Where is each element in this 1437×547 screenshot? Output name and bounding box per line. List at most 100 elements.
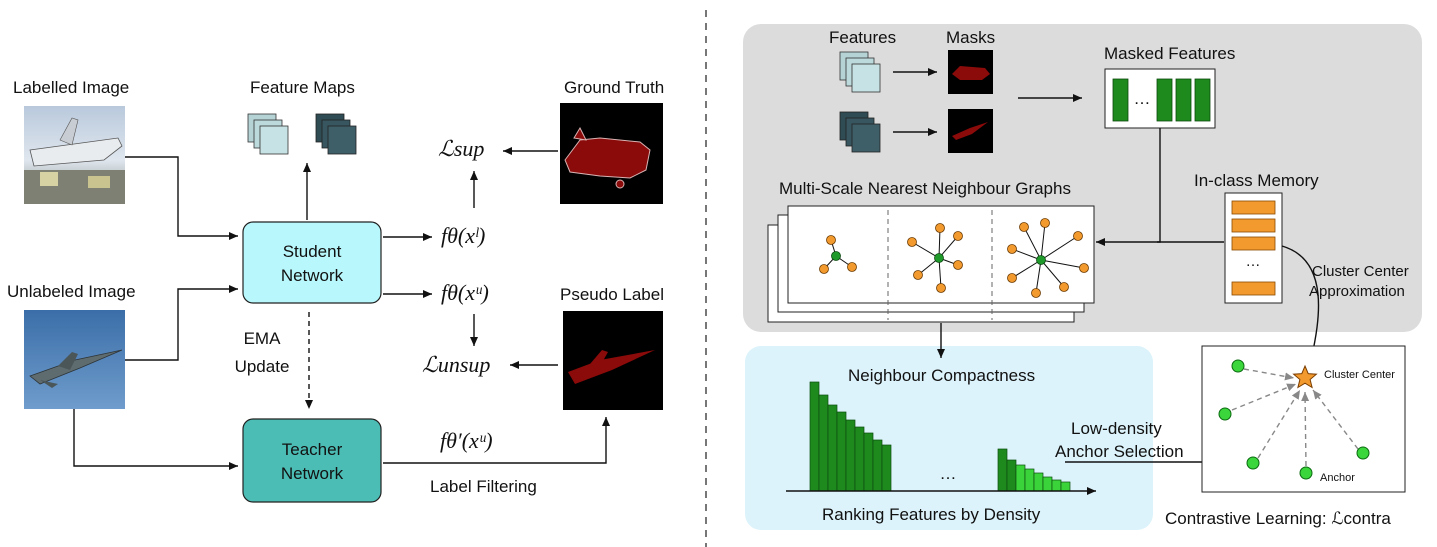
density-bar xyxy=(997,448,1008,492)
cluster-center-approx-line1: Cluster Center xyxy=(1312,263,1409,280)
neighbour-node xyxy=(953,260,963,270)
neighbour-node xyxy=(953,231,963,241)
sample-node xyxy=(1356,446,1370,460)
neighbour-node xyxy=(1031,288,1041,298)
student-network-line2: Network xyxy=(281,266,344,285)
ema-label-line1: EMA xyxy=(244,329,282,348)
density-bar xyxy=(872,439,883,492)
low-density-line2: Anchor Selection xyxy=(1055,442,1184,461)
memory-slot xyxy=(1231,218,1276,233)
labelled-image-photo xyxy=(24,106,125,204)
density-bar xyxy=(1033,472,1044,492)
neighbour-node xyxy=(936,283,946,293)
unlabeled-image-label: Unlabeled Image xyxy=(7,282,136,301)
density-bar xyxy=(881,444,892,492)
anchor-node xyxy=(934,253,944,263)
neighbour-node xyxy=(913,270,923,280)
density-bar xyxy=(818,394,829,492)
density-bar xyxy=(845,419,856,492)
contrastive-learning-label: Contrastive Learning: ℒcontra xyxy=(1165,509,1391,528)
label-filtering-label: Label Filtering xyxy=(430,477,537,496)
features-light-icon xyxy=(839,51,881,93)
teacher-network-box xyxy=(242,418,382,503)
masked-features-ellipsis: … xyxy=(1134,89,1151,108)
loss-sup: ℒsup xyxy=(438,136,484,161)
anchor-node xyxy=(1036,255,1046,265)
density-ellipsis: … xyxy=(940,464,957,483)
graph-large-scale xyxy=(1007,218,1089,298)
contrastive-pull-arrows xyxy=(1231,368,1359,467)
in-class-memory-label: In-class Memory xyxy=(1194,171,1319,190)
neighbour-node xyxy=(1040,218,1050,228)
f-theta-xu: fθ(xᵘ) xyxy=(441,280,489,305)
neighbour-node xyxy=(819,264,829,274)
density-bar xyxy=(863,432,874,492)
memory-slot xyxy=(1231,236,1276,251)
density-bar xyxy=(1015,464,1026,492)
density-bar xyxy=(1042,476,1053,492)
neighbour-node xyxy=(847,262,857,272)
pseudo-label-label: Pseudo Label xyxy=(560,285,664,304)
neighbour-compactness-label: Neighbour Compactness xyxy=(848,366,1035,385)
neighbour-node xyxy=(1059,282,1069,292)
masked-feature-bar xyxy=(1112,78,1129,122)
feature-maps-light-icon xyxy=(247,113,289,155)
teacher-to-pseudo-arrow xyxy=(383,417,610,464)
neighbour-node xyxy=(935,223,945,233)
features-dark-icon xyxy=(839,111,881,153)
density-bar xyxy=(1051,479,1062,492)
density-bar xyxy=(1006,459,1017,492)
anchor-label: Anchor xyxy=(1320,472,1355,484)
ground-truth-label: Ground Truth xyxy=(564,78,664,97)
anchor-node xyxy=(831,251,841,261)
graphs-title: Multi-Scale Nearest Neighbour Graphs xyxy=(779,179,1071,198)
mask-thumbnail-2 xyxy=(948,109,993,153)
memory-ellipsis: … xyxy=(1246,253,1261,270)
density-bar xyxy=(809,381,820,492)
neighbour-node xyxy=(826,235,836,245)
unlabeled-image-photo xyxy=(24,310,125,409)
neighbour-node xyxy=(1007,244,1017,254)
unlabeled-to-student-arrow xyxy=(125,285,238,361)
density-bar xyxy=(854,426,865,492)
masked-feature-bar xyxy=(1175,78,1192,122)
mask-thumbnail-1 xyxy=(948,50,993,94)
density-bar xyxy=(827,404,838,492)
teacher-network-line1: Teacher xyxy=(282,440,343,459)
f-theta-prime-xu: fθ′(xᵘ) xyxy=(440,428,493,453)
sample-node xyxy=(1218,407,1232,421)
feature-maps-label: Feature Maps xyxy=(250,78,355,97)
masked-feature-bar xyxy=(1156,78,1173,122)
neighbour-node xyxy=(1019,222,1029,232)
features-label: Features xyxy=(829,28,896,47)
density-bar xyxy=(1060,481,1071,492)
sample-node xyxy=(1299,466,1313,480)
memory-slot xyxy=(1231,200,1276,215)
sample-node xyxy=(1231,359,1245,373)
ground-truth-mask xyxy=(560,103,663,204)
labelled-to-student-arrow xyxy=(125,156,238,240)
student-network-line1: Student xyxy=(283,242,342,261)
graph-small-scale xyxy=(819,235,857,274)
cluster-center-approx-line2: Approximation xyxy=(1309,283,1405,300)
masked-features-label: Masked Features xyxy=(1104,44,1235,63)
neighbour-node xyxy=(1007,273,1017,283)
neighbour-node xyxy=(1073,231,1083,241)
unlabeled-to-teacher-arrow xyxy=(73,409,238,470)
memory-slot xyxy=(1231,281,1276,296)
feature-maps-dark-icon xyxy=(315,113,357,155)
density-bar xyxy=(836,411,847,492)
student-network-box xyxy=(242,221,382,304)
graph-medium-scale xyxy=(907,223,963,293)
cluster-center-star-icon xyxy=(1292,364,1318,389)
density-bar xyxy=(1024,468,1035,492)
f-theta-xl: fθ(xˡ) xyxy=(441,223,485,248)
ema-label-line2: Update xyxy=(235,357,290,376)
teacher-network-line2: Network xyxy=(281,464,344,483)
pseudo-label-mask xyxy=(563,311,663,410)
neighbour-node xyxy=(907,237,917,247)
masks-label: Masks xyxy=(946,28,995,47)
low-density-line1: Low-density xyxy=(1071,419,1162,438)
anchor-sample-node xyxy=(1246,456,1260,470)
